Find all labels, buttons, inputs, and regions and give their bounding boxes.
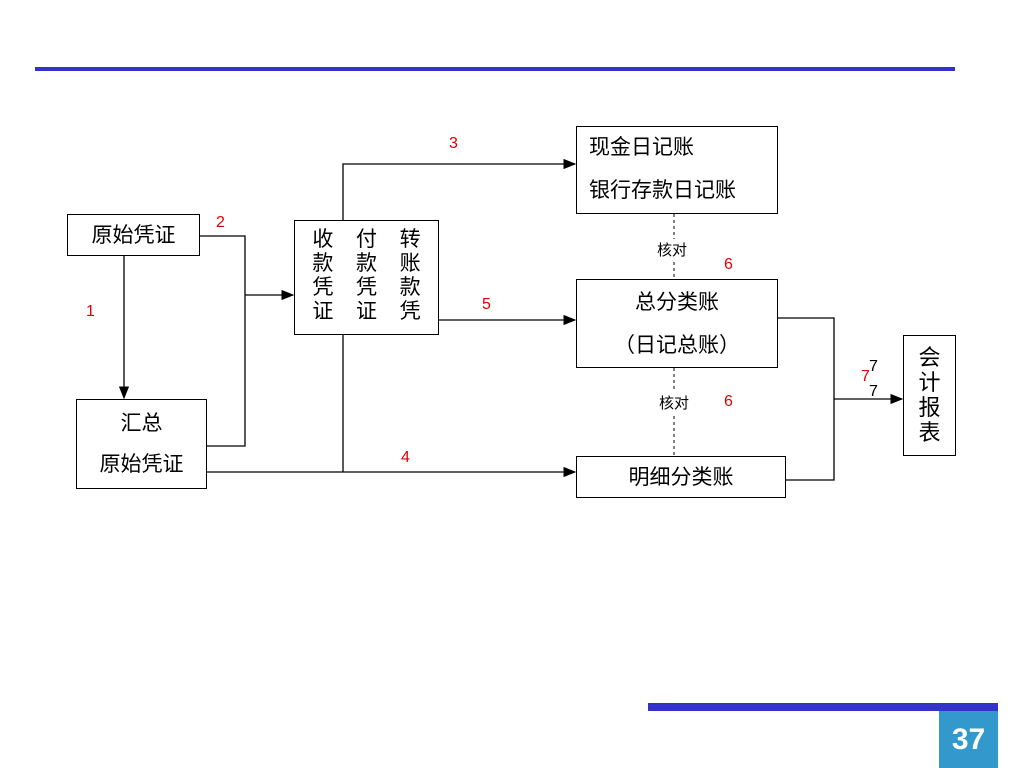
voucher-char: 凭 — [355, 275, 377, 299]
report-char: 会 — [918, 345, 941, 371]
step-number-7: 7 — [861, 368, 870, 385]
step-number-2: 2 — [216, 214, 225, 231]
summary-voucher-line2: 原始凭证 — [99, 452, 184, 476]
bottom-divider — [648, 703, 998, 711]
report-char: 报 — [918, 395, 941, 421]
cash-journal-line1: 现金日记账 — [589, 135, 694, 159]
subsidiary-ledger-box: 明细分类账 — [576, 456, 786, 498]
arrow-3 — [342, 158, 577, 220]
step-number-6-top: 6 — [724, 256, 733, 273]
voucher-char: 证 — [312, 299, 334, 323]
step-number-4: 4 — [401, 449, 410, 466]
connector-7-bottom — [786, 399, 835, 481]
original-voucher-box: 原始凭证 — [67, 214, 200, 256]
voucher-char: 款 — [312, 251, 334, 275]
connector-2-bottom — [207, 295, 246, 447]
page-number: 37 — [951, 722, 986, 756]
step-number-5: 5 — [482, 296, 491, 313]
step-number-6-bottom: 6 — [724, 393, 733, 410]
voucher-char: 账 — [399, 251, 421, 275]
voucher-char: 付 — [355, 227, 377, 251]
voucher-char: 凭 — [399, 299, 421, 323]
general-ledger-line2: （日记总账） — [614, 332, 740, 357]
step-number-7-black-a: 7 — [869, 358, 878, 375]
report-char: 表 — [918, 420, 941, 446]
cash-journal-line2: 银行存款日记账 — [589, 178, 736, 202]
original-voucher-label: 原始凭证 — [91, 222, 176, 247]
voucher-char: 转 — [399, 227, 421, 251]
subsidiary-ledger-label: 明细分类账 — [628, 464, 734, 489]
voucher-char: 款 — [399, 275, 421, 299]
page-number-badge: 37 — [939, 711, 998, 768]
voucher-char: 收 — [312, 227, 334, 251]
voucher-char: 证 — [355, 299, 377, 323]
step-number-1: 1 — [86, 303, 95, 320]
step-number-7-black-b: 7 — [869, 383, 878, 400]
step-number-3: 3 — [449, 135, 458, 152]
connector-2-top — [200, 235, 246, 295]
general-ledger-line1: 总分类账 — [635, 289, 719, 314]
report-char: 计 — [918, 370, 941, 396]
transfer-voucher-column: 转 账 款 凭 — [400, 227, 421, 323]
general-ledger-box: 总分类账 （日记总账） — [576, 279, 778, 368]
cash-journal-box: 现金日记账 银行存款日记账 — [576, 126, 778, 214]
accounting-reports-box: 会 计 报 表 — [903, 335, 956, 456]
voucher-types-box: 收 款 凭 证 付 款 凭 证 转 账 款 凭 — [294, 220, 439, 335]
top-divider — [35, 67, 955, 71]
voucher-char: 凭 — [312, 275, 334, 299]
receipt-voucher-column: 收 款 凭 证 — [312, 227, 333, 323]
check-label-top: 核对 — [655, 239, 690, 260]
connector-7-top — [778, 317, 835, 399]
summary-voucher-box: 汇总 原始凭证 — [76, 399, 207, 489]
voucher-char: 款 — [355, 251, 377, 275]
summary-voucher-line1: 汇总 — [120, 411, 163, 435]
check-label-bottom: 核对 — [657, 392, 692, 413]
payment-voucher-column: 付 款 凭 证 — [356, 227, 377, 323]
